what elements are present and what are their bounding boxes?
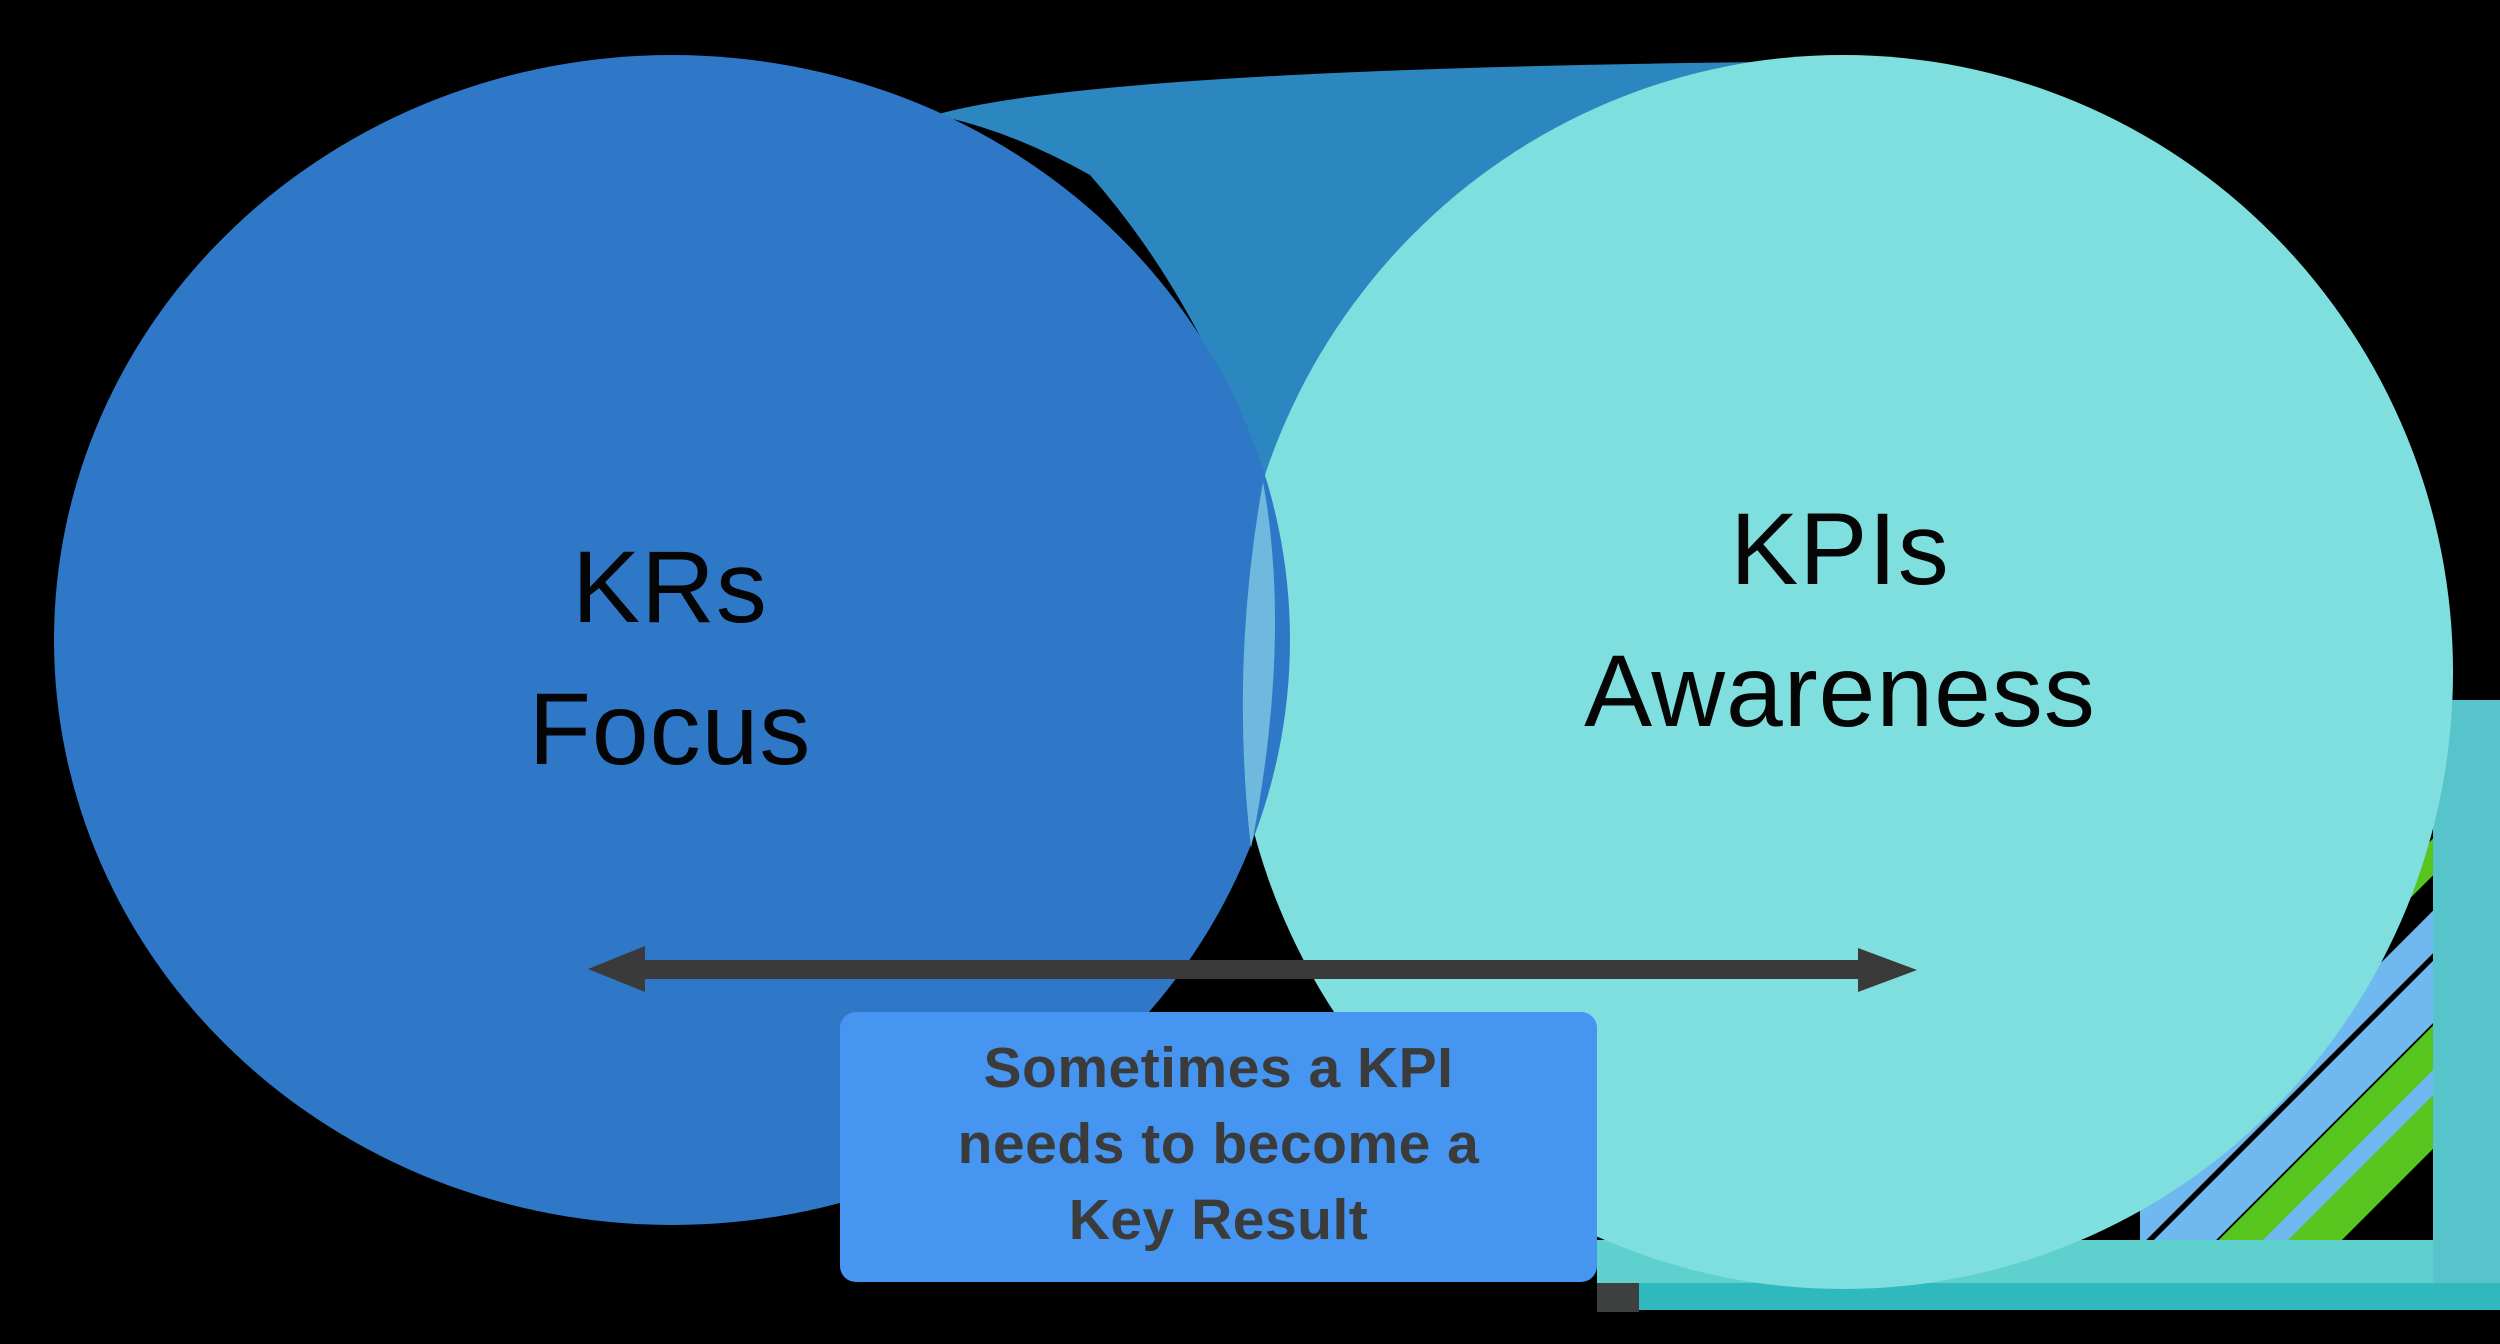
arrow-shaft (630, 960, 1870, 979)
double-arrow (588, 946, 1917, 992)
left-circle-label: KRs Focus (300, 516, 1040, 800)
teal-band-right (2433, 700, 2500, 1310)
arrow-head-right (1858, 948, 1917, 992)
left-circle-label-line1: KRs (572, 530, 768, 644)
right-circle-label-line2: Awareness (1584, 634, 2096, 748)
teal-band-bottom-dark (1597, 1283, 2500, 1310)
overlap-lens (1242, 482, 1276, 848)
callout-box: Sometimes a KPI needs to become a Key Re… (840, 1012, 1597, 1282)
arrow-head-left (588, 946, 645, 992)
green-stripe (2148, 972, 2500, 1310)
left-circle (54, 55, 1290, 1225)
blue-stripe (2140, 909, 2500, 1310)
callout-text-line1: Sometimes a KPI (983, 1036, 1454, 1100)
right-circle-label-line1: KPIs (1730, 492, 1950, 606)
callout-text-line2: needs to become a (957, 1112, 1480, 1176)
callout-shadow-patch (1597, 1283, 1639, 1312)
left-circle-label-line2: Focus (528, 672, 812, 786)
right-circle-label: KPIs Awareness (1450, 478, 2230, 762)
right-circle (1233, 55, 2453, 1289)
callout-text-line3: Key Result (1068, 1188, 1369, 1252)
